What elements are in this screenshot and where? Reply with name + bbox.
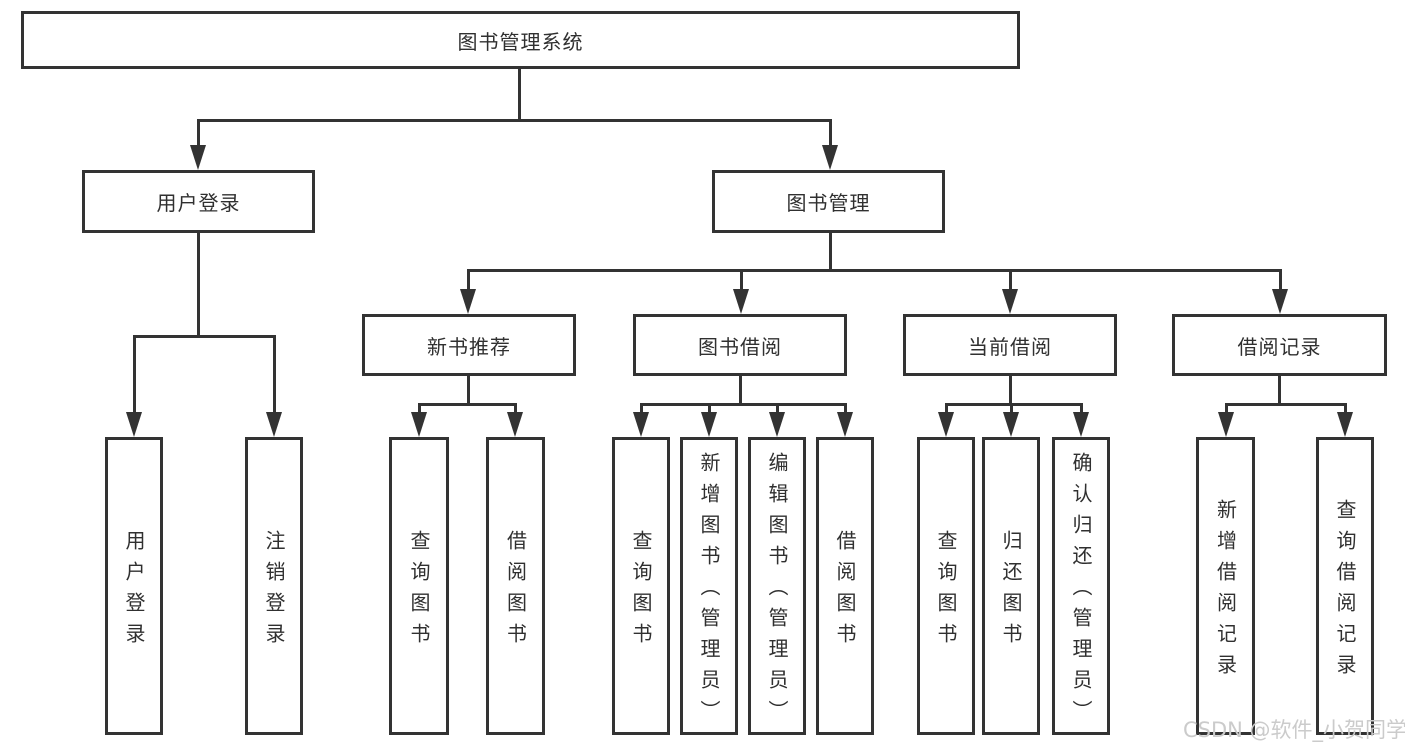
node-user-login-label: 用户登录 [156,191,241,215]
connector-line [640,403,643,415]
connector-line [1009,375,1012,406]
leaf-borrow-books-recommend-label: 借阅图书 [503,529,528,654]
leaf-add-book-admin: 新增图书（管理员） [680,437,738,735]
connector-line [1278,375,1281,406]
node-book-management-label: 图书管理 [786,191,871,215]
node-book-borrow: 图书借阅 [633,314,847,376]
connector-line [945,403,948,415]
leaf-edit-book-admin: 编辑图书（管理员） [748,437,806,735]
leaf-user-login-label: 用户登录 [122,529,146,654]
connector-line [1225,403,1228,415]
connector-line [739,375,742,406]
connector-line [776,403,779,415]
arrowhead-icon [938,412,954,437]
arrowhead-icon [1337,412,1353,437]
connector-line [197,232,200,338]
leaf-query-books-current: 查询图书 [917,437,975,735]
connector-line [197,119,832,122]
node-new-book-recommend-label: 新书推荐 [427,334,511,359]
arrowhead-icon [701,412,717,437]
leaf-add-borrow-record-label: 新增借阅记录 [1213,498,1238,685]
connector-line [197,119,200,151]
leaf-add-book-admin-label: 新增图书（管理员） [697,452,721,731]
connector-line [829,119,832,151]
leaf-query-books-current-label: 查询图书 [934,529,958,654]
leaf-confirm-return-admin-label: 确认归还（管理员） [1069,452,1093,731]
connector-line [1344,403,1347,415]
leaf-borrow-books-2: 借阅图书 [816,437,874,735]
connector-line [740,269,743,293]
leaf-query-books-borrow-label: 查询图书 [629,529,653,654]
leaf-borrow-books-2-label: 借阅图书 [833,529,857,654]
node-current-borrow-label: 当前借阅 [968,334,1052,359]
connector-line [708,403,711,415]
leaf-return-book: 归还图书 [982,437,1040,735]
connector-line [1010,403,1013,415]
node-root-label: 图书管理系统 [457,29,584,54]
node-book-borrow-label: 图书借阅 [698,334,782,359]
leaf-query-books-borrow: 查询图书 [612,437,670,735]
arrowhead-icon [1272,289,1288,314]
arrowhead-icon [460,289,476,314]
connector-line [945,403,1082,406]
connector-line [1279,269,1282,293]
connector-line [518,68,521,122]
node-root: 图书管理系统 [21,11,1020,69]
connector-line [640,403,846,406]
connector-line [844,403,847,415]
leaf-add-borrow-record: 新增借阅记录 [1196,437,1255,735]
connector-line [1225,403,1346,406]
arrowhead-icon [411,412,427,437]
arrowhead-icon [190,145,206,170]
arrowhead-icon [1002,289,1018,314]
leaf-confirm-return-admin: 确认归还（管理员） [1052,437,1110,735]
node-borrow-records: 借阅记录 [1172,314,1387,376]
node-new-book-recommend: 新书推荐 [362,314,576,376]
leaf-edit-book-admin-label: 编辑图书（管理员） [765,452,789,731]
leaf-return-book-label: 归还图书 [999,529,1023,654]
connector-line [467,269,470,293]
connector-line [467,269,1282,272]
arrowhead-icon [769,412,785,437]
connector-line [418,403,421,415]
arrowhead-icon [733,289,749,314]
connector-line [418,403,516,406]
connector-line [273,335,276,415]
connector-line [514,403,517,415]
node-current-borrow: 当前借阅 [903,314,1117,376]
connector-line [133,335,136,415]
arrowhead-icon [1073,412,1089,437]
arrowhead-icon [126,412,142,437]
arrowhead-icon [633,412,649,437]
leaf-borrow-books-recommend: 借阅图书 [486,437,545,735]
leaf-logout: 注销登录 [245,437,303,735]
csdn-watermark: CSDN @软件_小贺同学 [1183,718,1405,742]
arrowhead-icon [837,412,853,437]
connector-line [467,375,470,406]
leaf-query-borrow-record: 查询借阅记录 [1316,437,1374,735]
leaf-query-books-recommend: 查询图书 [389,437,449,735]
connector-line [829,232,832,272]
leaf-query-borrow-record-label: 查询借阅记录 [1333,498,1357,685]
node-borrow-records-label: 借阅记录 [1237,334,1322,359]
arrowhead-icon [822,145,838,170]
connector-line [1009,269,1012,293]
arrowhead-icon [1218,412,1234,437]
arrowhead-icon [1003,412,1019,437]
node-book-management: 图书管理 [712,170,945,233]
leaf-logout-label: 注销登录 [262,529,286,654]
connector-line [133,335,276,338]
arrowhead-icon [266,412,282,437]
arrowhead-icon [507,412,523,437]
connector-line [1080,403,1083,415]
leaf-user-login: 用户登录 [105,437,163,735]
node-user-login: 用户登录 [82,170,315,233]
leaf-query-books-recommend-label: 查询图书 [407,529,431,654]
